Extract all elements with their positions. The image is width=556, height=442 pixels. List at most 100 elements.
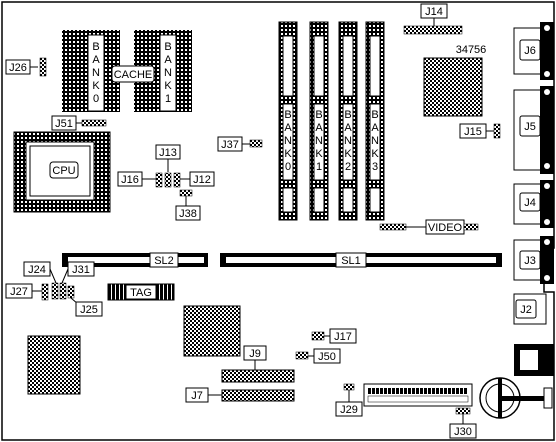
connector-j2 <box>513 293 547 325</box>
j50-label: J50 <box>318 351 336 363</box>
j27-header <box>41 283 49 301</box>
j4-label: J4 <box>524 197 536 209</box>
svg-text:0: 0 <box>93 93 99 105</box>
j2-label: J2 <box>520 304 532 316</box>
svg-text:1: 1 <box>316 161 322 173</box>
memory-bank3-label: B A N K 3 <box>371 109 379 173</box>
memory-bank1-label: B A N K 1 <box>315 109 323 173</box>
j24-header <box>51 282 59 300</box>
j26-header <box>39 57 47 77</box>
svg-text:K: K <box>371 148 379 160</box>
j30-tag <box>449 423 477 439</box>
j31-label: J31 <box>72 264 90 276</box>
power-jack <box>514 344 554 376</box>
j13-label: J13 <box>159 147 177 159</box>
svg-text:A: A <box>284 122 292 134</box>
j16-header <box>155 172 163 188</box>
cpu-socket <box>13 131 111 213</box>
battery <box>479 377 553 419</box>
svg-text:N: N <box>344 135 352 147</box>
svg-text:K: K <box>284 148 292 160</box>
j5-label: J5 <box>524 121 536 133</box>
svg-text:N: N <box>92 67 100 79</box>
svg-text:K: K <box>344 148 352 160</box>
chip-number: 34756 <box>456 44 487 56</box>
video-chip <box>423 57 483 117</box>
j50-header <box>295 351 309 360</box>
svg-text:B: B <box>164 41 171 53</box>
tag-chip <box>107 283 175 301</box>
video-header-right <box>463 223 479 231</box>
j13-header <box>164 172 172 188</box>
j7-label: J7 <box>191 390 203 402</box>
j25-tag <box>75 301 103 317</box>
j37-header <box>249 139 263 148</box>
j9-label: J9 <box>249 348 261 360</box>
j51-label: J51 <box>55 118 73 130</box>
svg-text:B: B <box>344 109 351 121</box>
svg-text:B: B <box>371 109 378 121</box>
j7-header <box>221 389 295 402</box>
video-header <box>379 223 407 231</box>
j38-label: J38 <box>179 208 197 220</box>
video-label: VIDEO <box>428 222 463 234</box>
j14-header <box>403 25 463 35</box>
svg-text:B: B <box>284 109 291 121</box>
svg-text:A: A <box>371 122 379 134</box>
j16-label: J16 <box>121 174 139 186</box>
svg-text:A: A <box>92 54 100 66</box>
j29-header <box>343 383 355 391</box>
j6-label: J6 <box>524 45 536 57</box>
svg-text:B: B <box>315 109 322 121</box>
cache-bank0-label: B A N K 0 <box>92 41 100 105</box>
tag-label: TAG <box>130 287 152 299</box>
svg-text:2: 2 <box>345 161 351 173</box>
j24-label: J24 <box>28 264 46 276</box>
j37-label: J37 <box>221 139 239 151</box>
sl1-label: SL1 <box>341 255 361 267</box>
j15-label: J15 <box>464 126 482 138</box>
connector-j3 <box>513 236 554 284</box>
j31-header <box>59 282 67 300</box>
j26-label: J26 <box>9 62 27 74</box>
memory-bank2-label: B A N K 2 <box>344 109 352 173</box>
svg-text:3: 3 <box>372 161 378 173</box>
cache-label: CACHE <box>114 69 153 81</box>
slot-sl2 <box>62 252 208 268</box>
sl2-label: SL2 <box>154 255 174 267</box>
j12-header <box>173 172 181 188</box>
memory-simm-sockets <box>278 21 385 221</box>
cache-area <box>62 30 192 112</box>
svg-text:N: N <box>284 135 292 147</box>
slot-sl1 <box>220 252 502 268</box>
power-connector <box>363 383 473 407</box>
chipset-chip-left <box>27 335 81 395</box>
j12-label: J12 <box>193 174 211 186</box>
svg-text:N: N <box>164 67 172 79</box>
svg-text:A: A <box>344 122 352 134</box>
j30-header <box>455 407 471 415</box>
memory-bank0-label: B A N K 0 <box>284 109 292 173</box>
svg-text:B: B <box>92 41 99 53</box>
j29-tag <box>335 401 363 417</box>
svg-text:0: 0 <box>285 161 291 173</box>
svg-text:A: A <box>164 54 172 66</box>
cache-bank1-label: B A N K 1 <box>164 41 172 105</box>
chipset-chip-center <box>183 305 241 357</box>
svg-text:A: A <box>315 122 323 134</box>
j25-label: J25 <box>80 304 98 316</box>
j25-header <box>67 285 75 299</box>
svg-text:N: N <box>315 135 323 147</box>
j50-tag <box>313 348 341 364</box>
j30-label: J30 <box>454 426 472 438</box>
j17-header <box>311 331 325 341</box>
connector-j5 <box>513 86 554 174</box>
cpu-label: CPU <box>52 165 75 177</box>
connector-j6 <box>513 22 554 80</box>
svg-text:N: N <box>371 135 379 147</box>
j9-header <box>221 369 295 383</box>
j3-label: J3 <box>524 255 536 267</box>
j17-tag <box>329 328 357 344</box>
svg-text:K: K <box>315 148 323 160</box>
